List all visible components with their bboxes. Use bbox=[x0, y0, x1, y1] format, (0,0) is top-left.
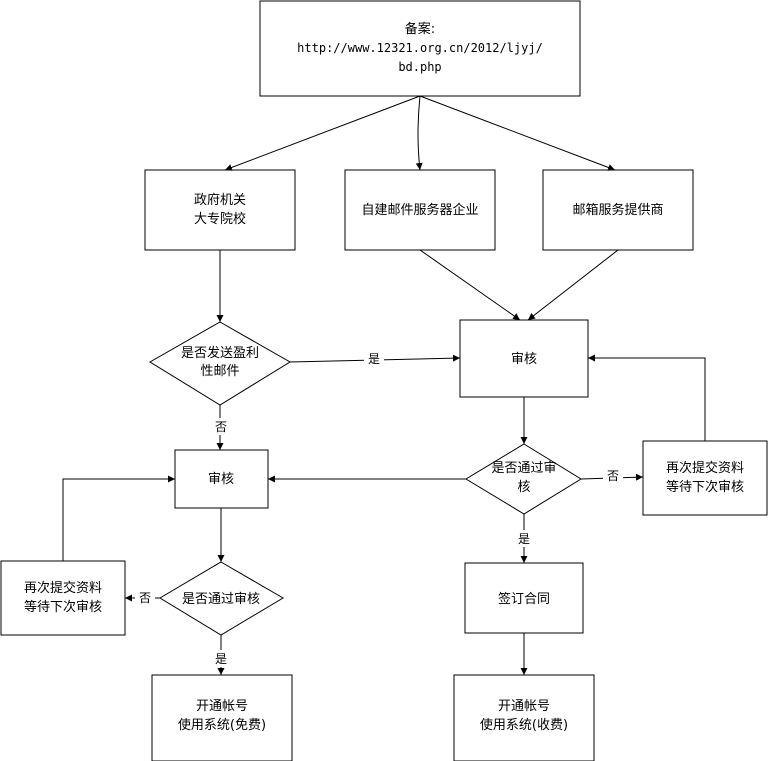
pass-left-yes-label: 是 bbox=[215, 652, 227, 666]
left-pass-label-bg bbox=[211, 650, 231, 667]
self-mail-label: 自建邮件服务器企业 bbox=[361, 202, 478, 218]
profit-yes-label: 是 bbox=[368, 352, 380, 366]
edge-registration-to-self-mail bbox=[415, 95, 423, 171]
edge-resubmit-left-back-to-review bbox=[62, 475, 175, 561]
edge-registration-to-provider bbox=[419, 95, 616, 171]
resubmit-right-line2: 等待下次审核 bbox=[666, 479, 744, 495]
right-fail-label-bg bbox=[603, 467, 623, 484]
left-fail-label-bg bbox=[135, 589, 155, 606]
edge-registration-to-gov bbox=[224, 95, 421, 171]
provider-label: 邮箱服务提供商 bbox=[572, 202, 663, 218]
edge-resubmit-right-back-to-review bbox=[588, 354, 706, 441]
node-pass-decision-left: 是否通过审核 bbox=[159, 561, 284, 636]
open-free-line2: 使用系统(免费) bbox=[178, 717, 266, 733]
edge-self-mail-to-review-right bbox=[419, 249, 521, 321]
node-resubmit-right: 再次提交资料 等待下次审核 bbox=[642, 440, 768, 516]
node-sign-contract: 签订合同 bbox=[464, 562, 584, 634]
right-pass-label-bg bbox=[514, 530, 534, 547]
registration-url-line2: bd.php bbox=[398, 60, 441, 74]
pass-left-no-label: 否 bbox=[139, 591, 151, 605]
node-government-universities: 政府机关 大专院校 bbox=[144, 169, 296, 251]
gov-label-line2: 大专院校 bbox=[194, 211, 246, 227]
open-free-line1: 开通帐号 bbox=[196, 699, 248, 714]
node-review-left: 审核 bbox=[174, 449, 269, 509]
pass-decision-right-line2: 核 bbox=[517, 480, 530, 495]
node-profit-mail-decision: 是否发送盈利 性邮件 bbox=[149, 321, 291, 406]
edge-provider-to-review-right bbox=[527, 249, 619, 321]
review-right-label: 审核 bbox=[511, 352, 537, 367]
yes-label-bg bbox=[364, 350, 384, 367]
resubmit-left-line1: 再次提交资料 bbox=[24, 580, 102, 596]
pass-right-yes-label: 是 bbox=[518, 532, 530, 546]
pass-decision-left-label: 是否通过审核 bbox=[182, 592, 260, 607]
pass-right-no-label: 否 bbox=[607, 469, 619, 483]
open-paid-line1: 开通帐号 bbox=[498, 699, 550, 714]
node-resubmit-left: 再次提交资料 等待下次审核 bbox=[0, 560, 126, 636]
review-left-label: 审核 bbox=[208, 472, 234, 487]
node-self-hosted-enterprise: 自建邮件服务器企业 bbox=[344, 169, 496, 251]
no-label-bg bbox=[211, 418, 231, 435]
profit-no-label: 否 bbox=[215, 420, 227, 434]
gov-label-line1: 政府机关 bbox=[194, 193, 246, 208]
node-registration: 备案: http://www.12321.org.cn/2012/ljyj/ b… bbox=[259, 0, 581, 97]
registration-title: 备案: bbox=[405, 21, 435, 37]
node-open-account-free: 开通帐号 使用系统(免费) bbox=[151, 674, 293, 761]
resubmit-right-line1: 再次提交资料 bbox=[666, 460, 744, 476]
node-mail-provider: 邮箱服务提供商 bbox=[542, 169, 694, 251]
registration-url-line1: http://www.12321.org.cn/2012/ljyj/ bbox=[297, 41, 543, 55]
profit-decision-line1: 是否发送盈利 bbox=[181, 345, 259, 361]
profit-decision-line2: 性邮件 bbox=[200, 364, 239, 379]
node-pass-decision-right: 是否通过审 核 bbox=[465, 443, 582, 515]
pass-decision-right-line1: 是否通过审 bbox=[491, 461, 556, 476]
node-open-account-paid: 开通帐号 使用系统(收费) bbox=[453, 674, 595, 761]
open-paid-line2: 使用系统(收费) bbox=[480, 717, 568, 733]
contract-label: 签订合同 bbox=[498, 591, 550, 607]
resubmit-left-line2: 等待下次审核 bbox=[24, 599, 102, 615]
node-review-right: 审核 bbox=[459, 319, 589, 398]
